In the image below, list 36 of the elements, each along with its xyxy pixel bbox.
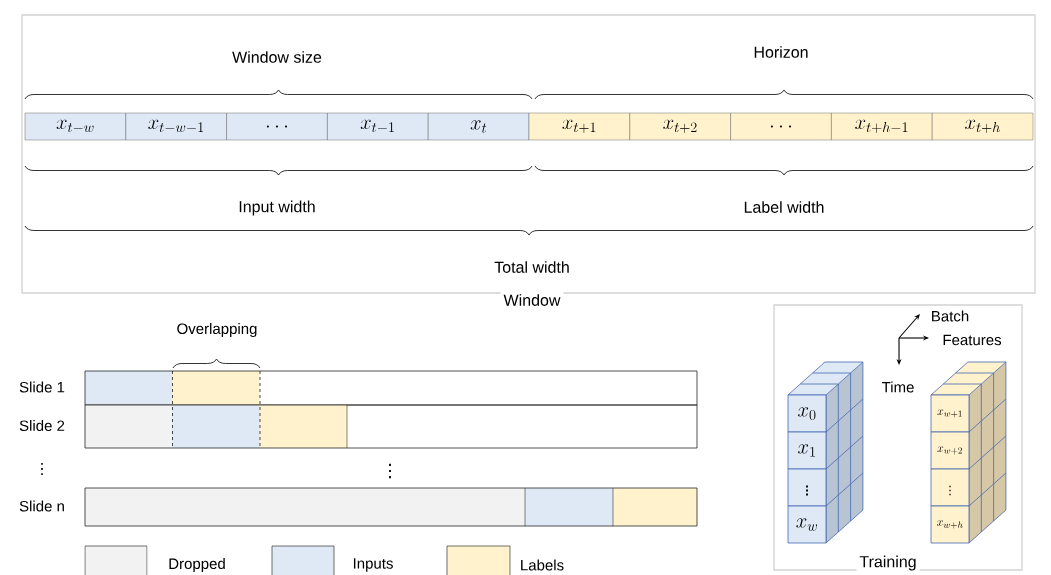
cube-cell: $x_{w+2}$ (930, 431, 970, 470)
sequence-cell: $x_{t+1}$ (528, 112, 630, 141)
dimension-label: Window size (232, 51, 322, 63)
legend-label: Labels (521, 559, 564, 571)
cube-cell: $\vdots$ (930, 468, 970, 507)
sequence-cell: $x_{t}$ (428, 112, 530, 141)
legend-label: Inputs (353, 558, 393, 572)
cube-cell: $x_{w+h}$ (930, 505, 970, 544)
sequence-cell: $x_{t-1}$ (327, 112, 429, 141)
cube-cell: $x_{w}$ (787, 505, 827, 544)
cube-cell: $x_{0}$ (787, 394, 827, 433)
sequence-cell: $x_{t-w}$ (24, 112, 126, 141)
legend-label: Dropped (169, 558, 225, 572)
dimension-label: Input width (239, 200, 315, 216)
node-label: Window (503, 294, 561, 306)
axis-label: Time (881, 381, 914, 393)
sequence-cell: $x_{t+h}$ (932, 112, 1034, 141)
dimension-label: Overlapping (177, 323, 257, 337)
sequence-cell: $\ldots$ (226, 112, 328, 141)
dimension-label: Horizon (754, 46, 808, 58)
sequence-cell: $\ldots$ (730, 112, 832, 141)
vertical-ellipsis: ⋮ (389, 463, 391, 479)
cube-cell: $\vdots$ (787, 468, 827, 507)
sequence-cell: $x_{t+h-1}$ (831, 112, 933, 141)
cube-cell: $x_{1}$ (787, 431, 827, 470)
slide-label: Slide 1 (19, 381, 65, 393)
axis-label: Batch (932, 310, 969, 322)
slide-label: Slide n (19, 500, 64, 512)
sequence-cell: $x_{t+2}$ (629, 112, 731, 141)
slide-label: Slide 2 (19, 420, 65, 431)
cube-cell: $x_{w+1}$ (930, 394, 970, 433)
vertical-ellipsis: ⋮ (41, 462, 43, 476)
sequence-cell: $x_{t-w-1}$ (125, 112, 227, 141)
axis-label: Features (943, 334, 1002, 346)
dimension-label: Label width (744, 201, 824, 213)
dimension-label: Total width (494, 261, 569, 273)
